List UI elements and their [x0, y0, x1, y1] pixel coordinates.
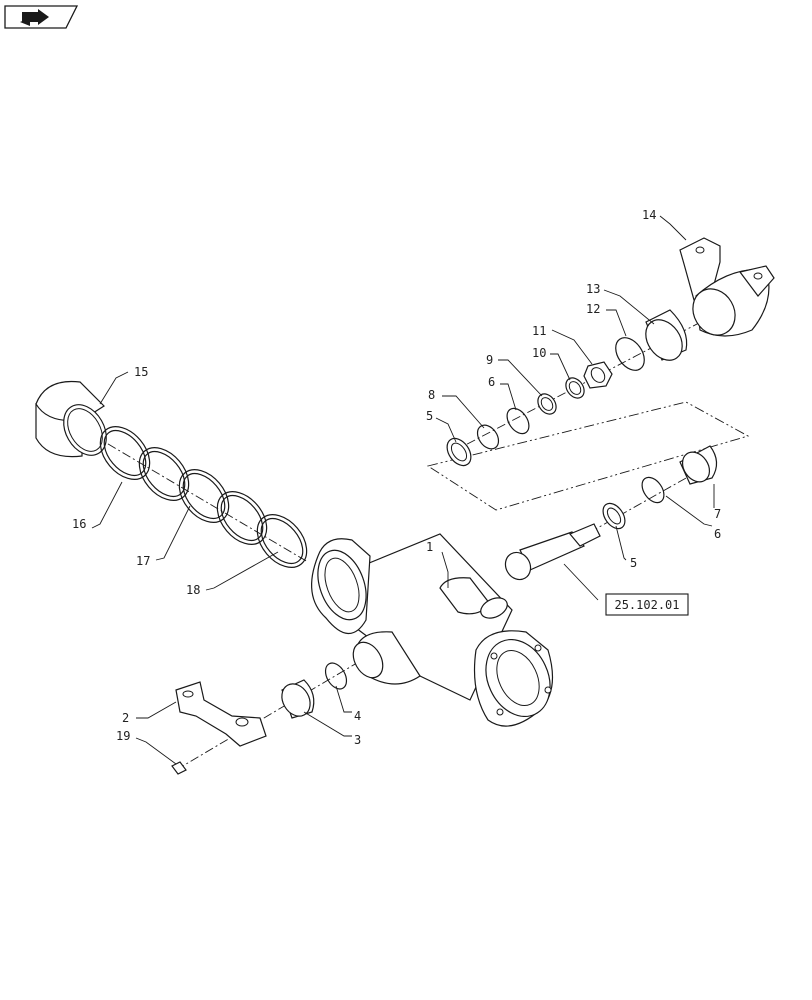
part-1-axle-housing: [311, 533, 554, 727]
leader-lines: [91, 215, 715, 765]
nav-arrow-icon[interactable]: [4, 5, 79, 29]
callout-4: 4: [354, 709, 361, 723]
callout-6-upper: 6: [488, 375, 495, 389]
part-13-bushing: [645, 309, 688, 361]
callout-16: 16: [72, 517, 86, 531]
part-10-spacer: [565, 377, 585, 399]
callout-labels: 1 2 3 4 5 5 6 6 7 8 9 10 11 12 13 14 15 …: [72, 208, 721, 747]
part-15-bushing: [35, 380, 107, 458]
pinion-shaft-assembly: [504, 523, 601, 581]
callout-10: 10: [532, 346, 546, 360]
callout-14: 14: [642, 208, 656, 222]
part-6-snap-ring-upper: [506, 407, 530, 435]
part-3-bushing: [281, 679, 315, 719]
callout-2: 2: [122, 711, 129, 725]
callout-18: 18: [186, 583, 200, 597]
part-8-snap-ring: [476, 424, 500, 450]
axis-lower-stack: [175, 659, 363, 771]
callout-3: 3: [354, 733, 361, 747]
part-6-snap-ring-lower: [641, 476, 665, 504]
callout-5-lower: 5: [630, 556, 637, 570]
part-9-spacer: [537, 393, 557, 415]
part-5-bearing-lower: [602, 502, 626, 530]
part-14-yoke: [679, 237, 775, 337]
reference-box[interactable]: 25.102.01: [605, 593, 689, 616]
callout-13: 13: [586, 282, 600, 296]
part-4-o-ring: [324, 662, 348, 690]
reference-label: 25.102.01: [614, 598, 679, 612]
subassembly-boundary: [426, 401, 750, 511]
part-5-bearing-upper: [446, 437, 472, 467]
callout-1: 1: [426, 540, 433, 554]
callout-12: 12: [586, 302, 600, 316]
callout-19: 19: [116, 729, 130, 743]
callout-15: 15: [134, 365, 148, 379]
part-19-bolt: [171, 761, 187, 775]
part-11-nut: [583, 361, 613, 389]
part-18b-shim-ring: [256, 514, 308, 568]
callout-5-upper: 5: [426, 409, 433, 423]
callout-8: 8: [428, 388, 435, 402]
part-7-sleeve: [679, 445, 718, 485]
part-2-lever-arm: [175, 681, 267, 747]
callout-7: 7: [714, 507, 721, 521]
part-16-shim-ring: [99, 426, 151, 480]
callout-11: 11: [532, 324, 546, 338]
callout-17: 17: [136, 554, 150, 568]
part-12-seal-ring: [615, 337, 645, 371]
callout-9: 9: [486, 353, 493, 367]
callout-6-lower: 6: [714, 527, 721, 541]
